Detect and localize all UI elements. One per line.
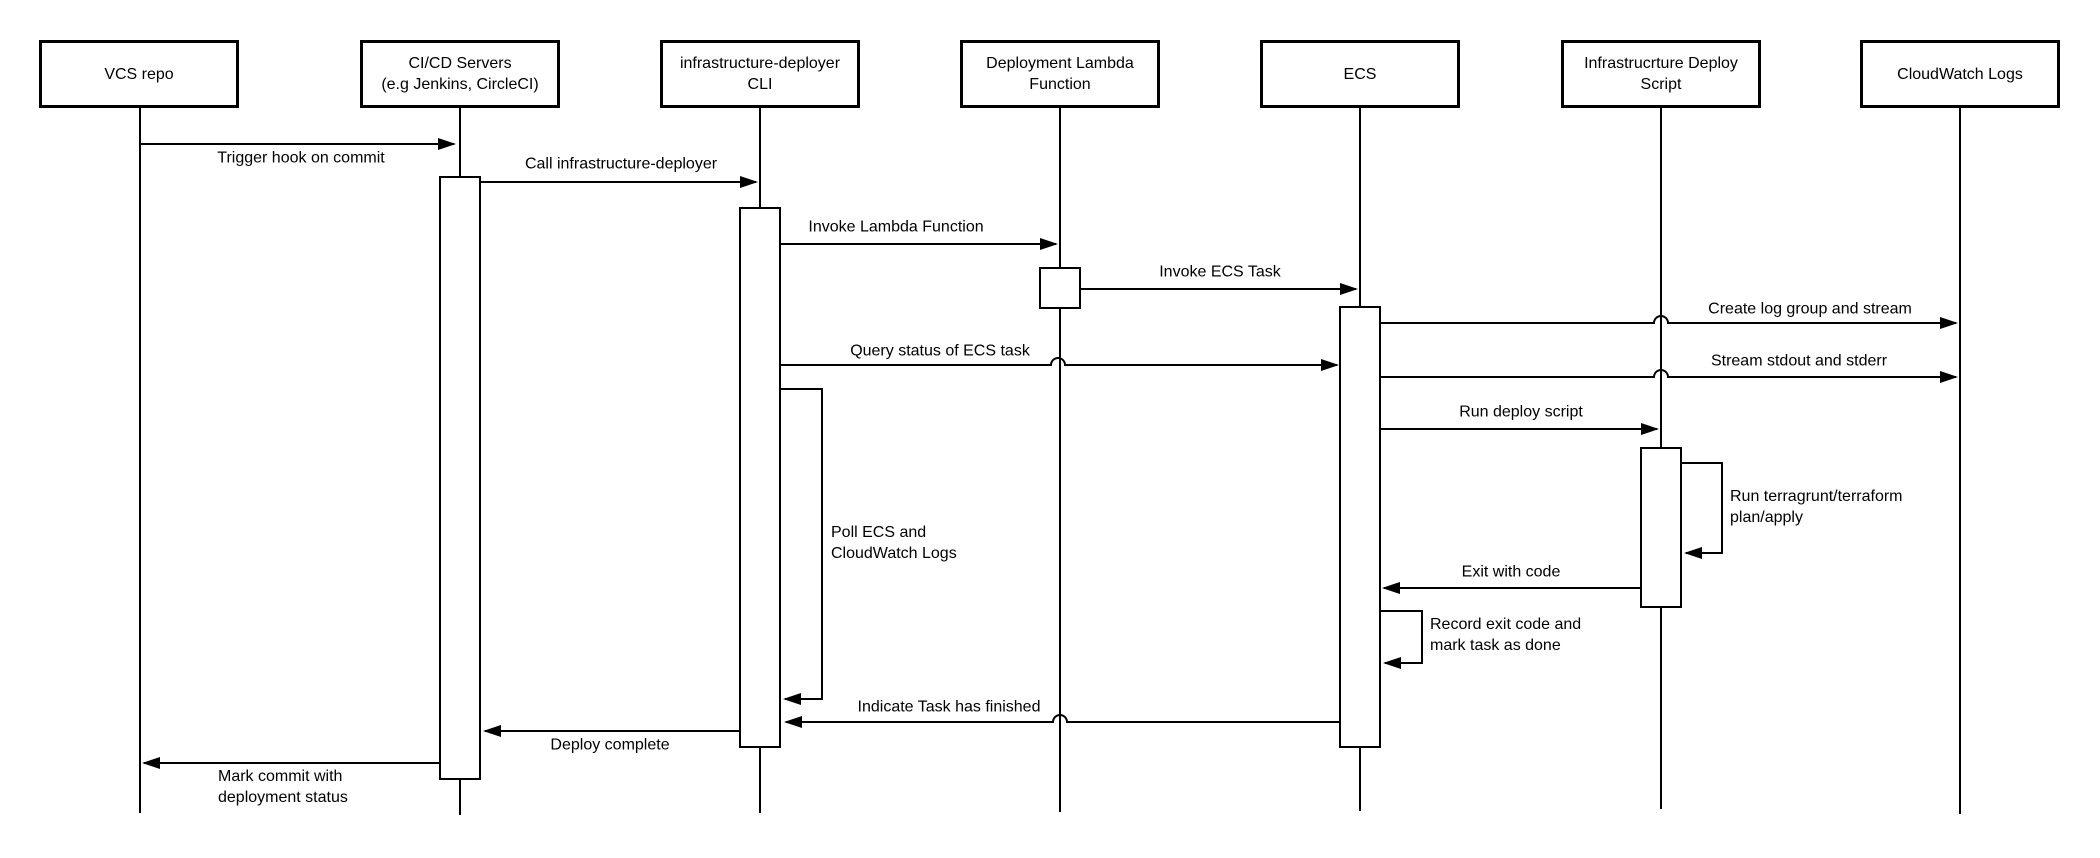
label-exit-with-code: Exit with code [1461, 563, 1561, 581]
label-run-deploy-script: Run deploy script [1459, 403, 1583, 421]
actor-deployment-lambda: Deployment Lambda Function [960, 40, 1160, 108]
label-deploy-complete: Deploy complete [550, 736, 670, 754]
actor-infrastructure-deploy-script: Infrastrucrture Deploy Script [1561, 40, 1761, 108]
self-loop-record-exit-code [1380, 610, 1423, 669]
message-arrows [140, 138, 1958, 769]
actor-infrastructure-deployer-cli: infrastructure-deployer CLI [660, 40, 860, 108]
label-invoke-ecs-task: Invoke ECS Task [1159, 263, 1281, 281]
label-record-exit-code: Record exit code and mark task as done [1430, 616, 1582, 654]
label-invoke-lambda: Invoke Lambda Function [808, 218, 984, 236]
self-loop-terragrunt [1681, 462, 1723, 559]
actor-ecs: ECS [1260, 40, 1460, 108]
label-query-status: Query status of ECS task [850, 342, 1030, 360]
label-stream-stdout: Stream stdout and stderr [1710, 352, 1888, 370]
label-create-log-group: Create log group and stream [1708, 300, 1912, 318]
lifelines [139, 108, 1961, 815]
label-mark-commit: Mark commit with deployment status [218, 768, 348, 806]
label-poll-ecs-cloudwatch: Poll ECS and CloudWatch Logs [831, 524, 957, 562]
activation-lambda [1039, 267, 1081, 309]
label-call-infra-deployer: Call infrastructure-deployer [524, 155, 718, 173]
arrow-query-status [780, 357, 1339, 371]
actor-cicd-servers: CI/CD Servers (e.g Jenkins, CircleCI) [360, 40, 560, 108]
label-terragrunt: Run terragrunt/terraform plan/apply [1730, 488, 1903, 526]
arrow-create-log-group [1380, 315, 1958, 329]
label-indicate-task-finished: Indicate Task has finished [857, 698, 1041, 716]
activation-deploy-script [1640, 447, 1682, 608]
arrow-stream-stdout [1380, 369, 1958, 383]
activations [439, 176, 1682, 780]
actor-cloudwatch-logs: CloudWatch Logs [1860, 40, 2060, 108]
activation-cli [739, 207, 781, 748]
activation-cicd [439, 176, 481, 780]
activation-ecs [1339, 306, 1381, 748]
arrow-indicate-task-finished [784, 714, 1340, 728]
actor-vcs-repo: VCS repo [39, 40, 239, 108]
label-trigger-hook: Trigger hook on commit [217, 149, 385, 167]
self-loop-poll [780, 388, 823, 705]
